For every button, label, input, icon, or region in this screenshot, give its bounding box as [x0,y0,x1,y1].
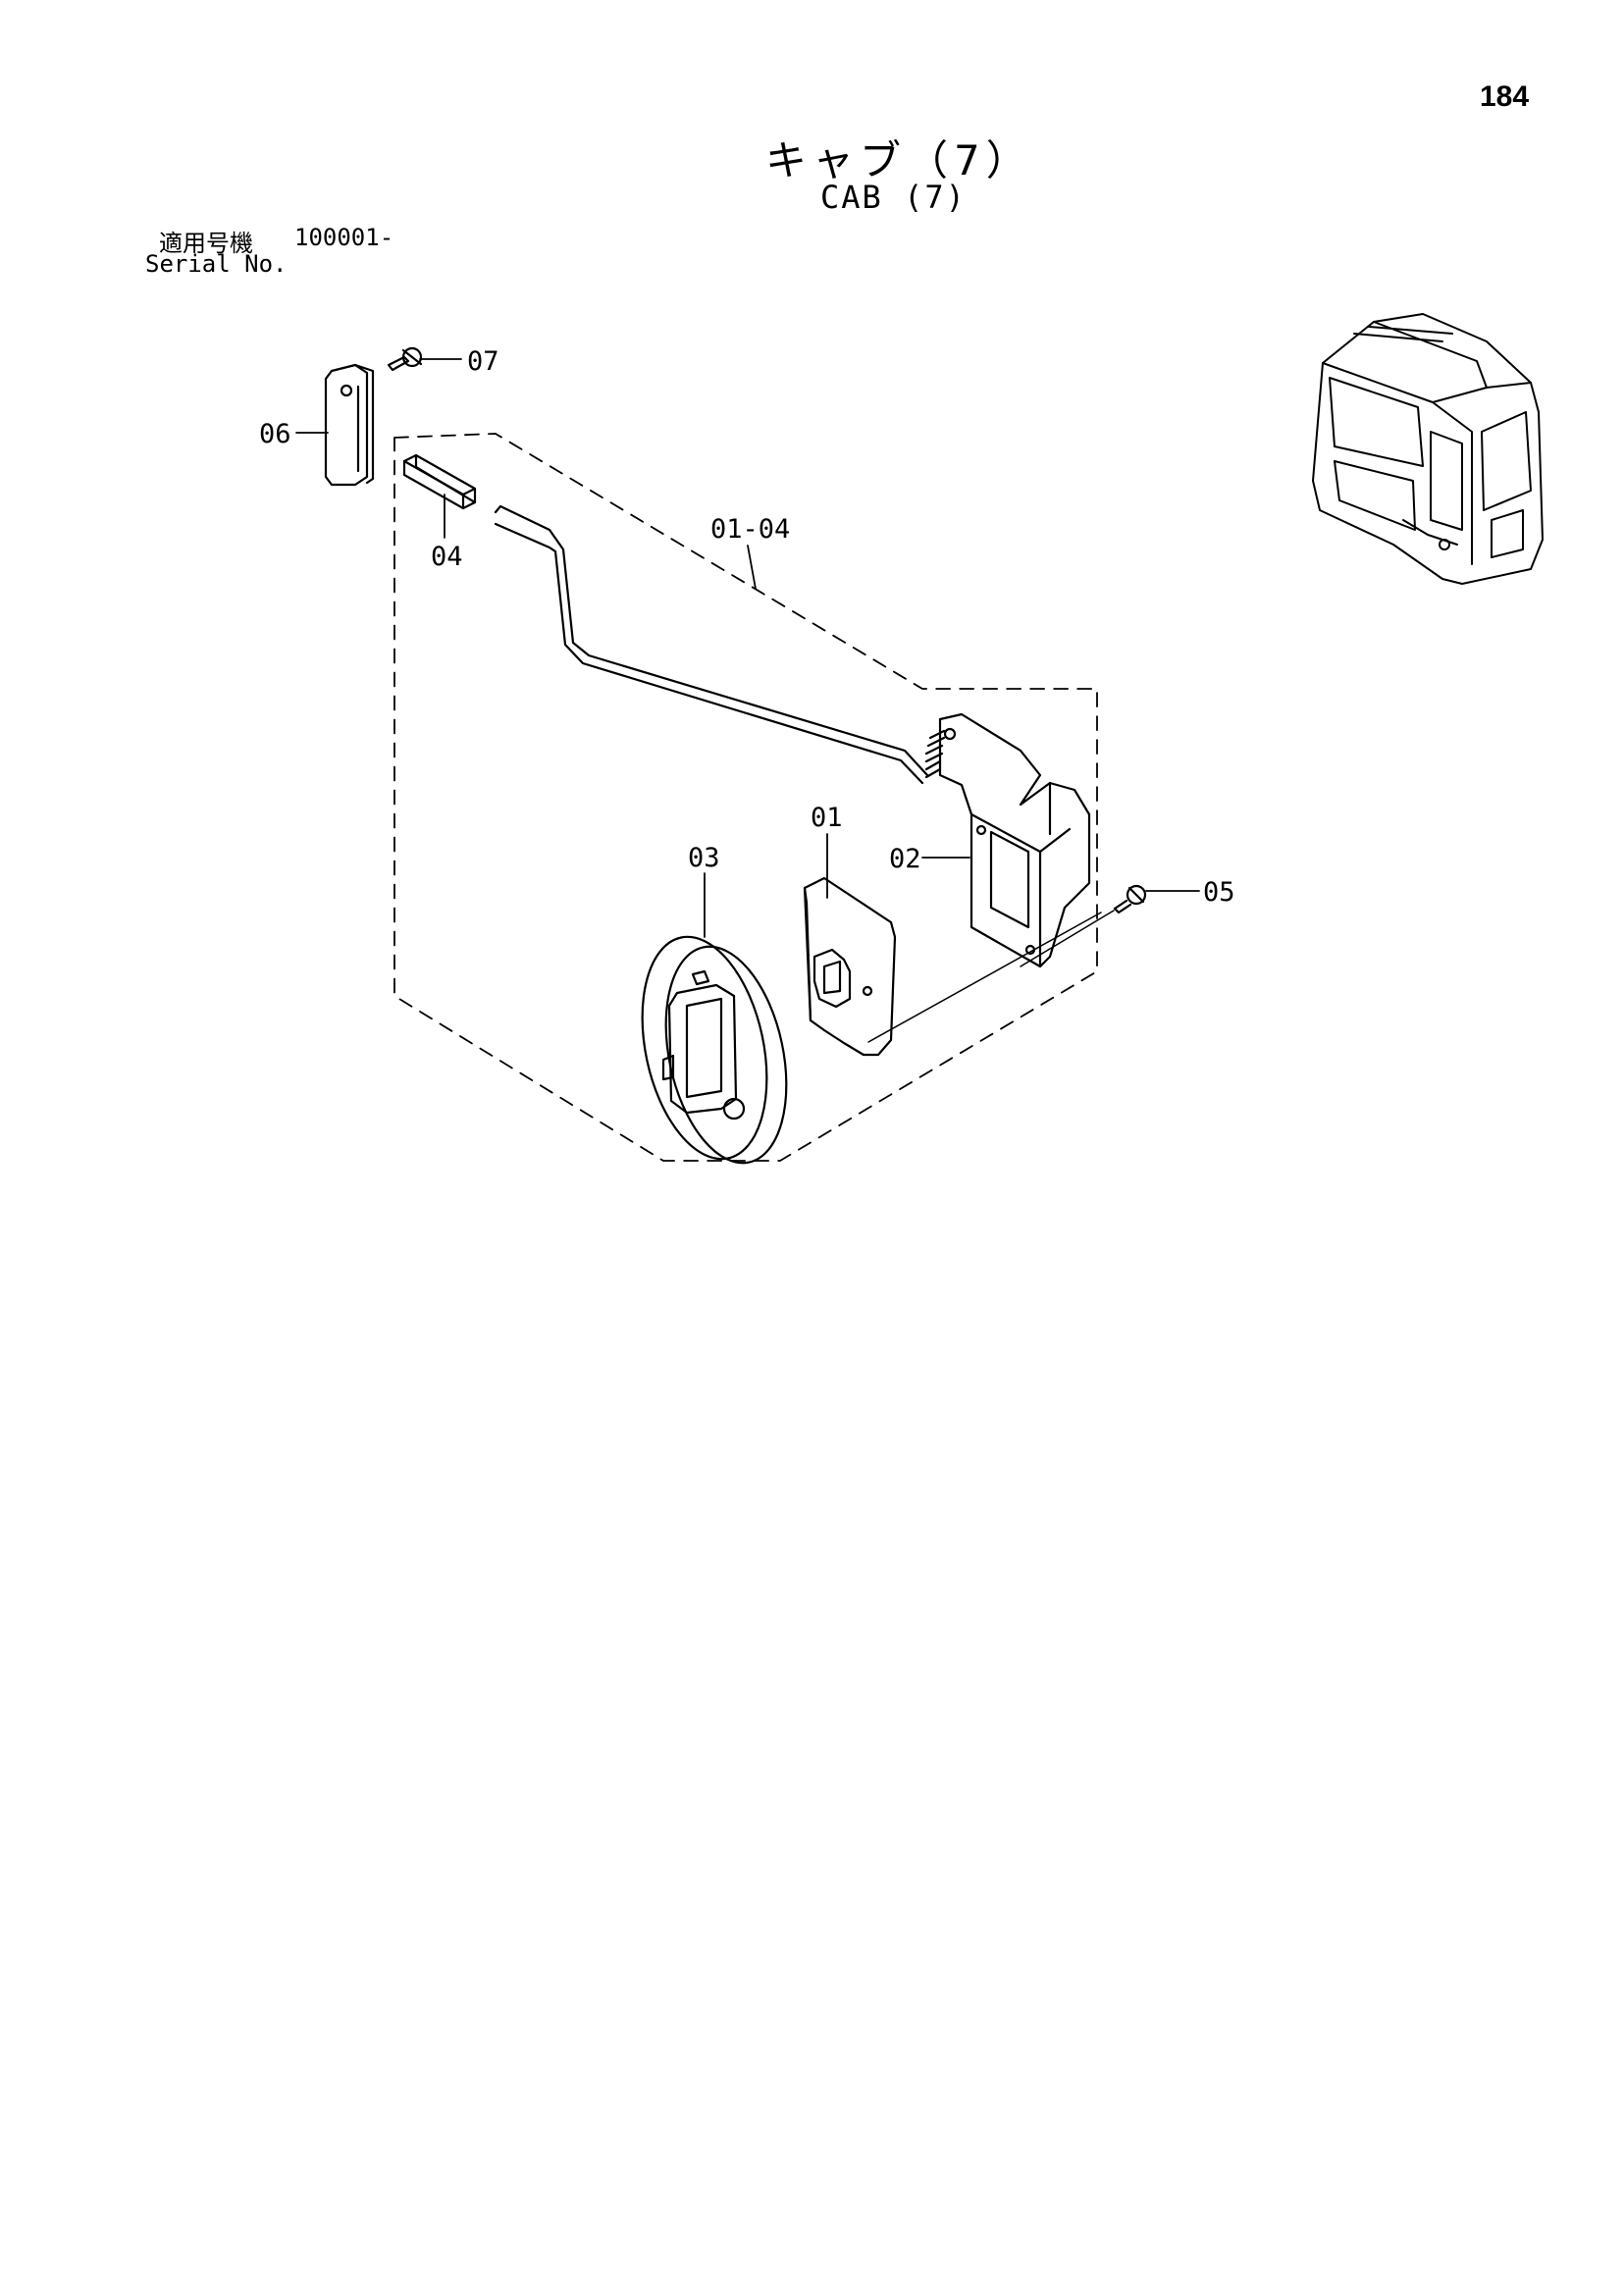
serial-label-english: Serial No. [145,250,288,278]
screw-part-07 [387,346,423,372]
title-japanese: キャブ（7） [765,136,1033,184]
lever-housing-part-02 [938,712,1091,968]
leader-line-0104 [747,545,757,590]
assembly-group-outline [393,433,1098,1162]
callout-01-04: 01-04 [710,514,790,545]
handle-plate-part-06 [324,363,375,487]
screw-part-05 [1113,884,1147,914]
lever-rod [494,504,929,785]
callout-05: 05 [1203,877,1235,908]
callout-01: 01 [811,803,843,833]
callout-07: 07 [467,346,499,377]
cab-location-thumbnail [1312,313,1544,585]
callout-06: 06 [259,419,291,449]
title-english: CAB (7) [820,179,967,216]
serial-label-japanese: 適用号機 [159,230,253,257]
grip-part-04 [402,453,477,510]
spring [924,729,946,779]
callout-02: 02 [889,844,921,874]
assembly-connector-line [1020,910,1115,967]
escutcheon-part-03 [641,935,788,1165]
serial-number-value: 100001- [294,224,394,251]
callout-04: 04 [431,542,463,572]
latch-plate-part-01 [803,876,897,1057]
assembly-connector-line [867,912,1102,1043]
callout-03: 03 [688,843,720,873]
page-number: 184 [1480,80,1530,113]
